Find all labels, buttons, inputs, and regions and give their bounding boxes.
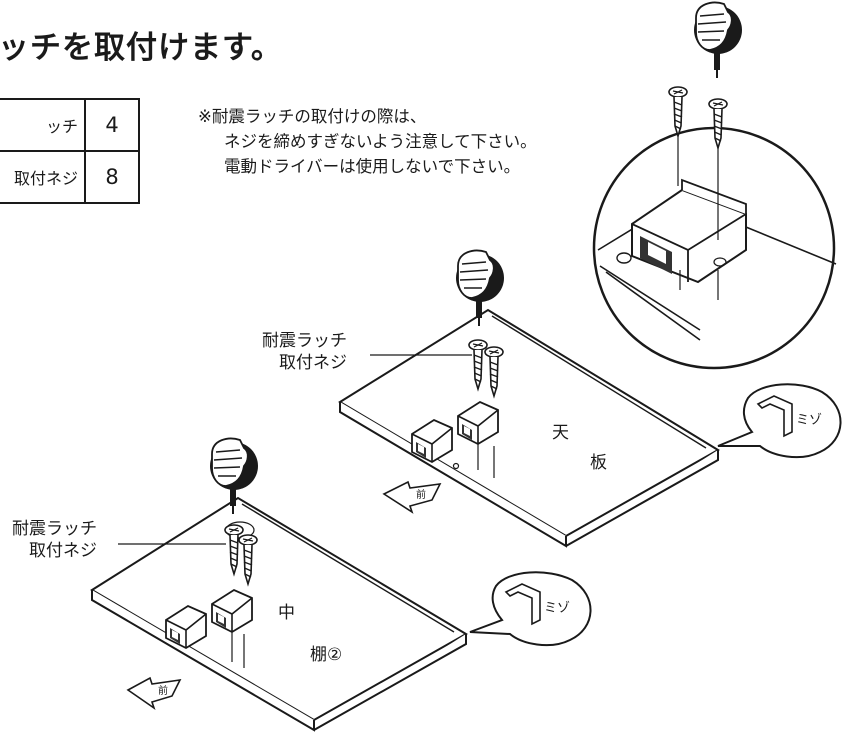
part-qty: 8 xyxy=(84,150,140,204)
board-label: 中 xyxy=(278,603,295,623)
parts-table: ッチ 4 取付ネジ 8 xyxy=(0,98,140,204)
label-line: 耐震ラッチ xyxy=(262,331,347,351)
part-name: 取付ネジ xyxy=(0,150,86,204)
front-label: 前 xyxy=(416,488,426,501)
groove-label: ミゾ xyxy=(796,413,822,428)
table-row: 取付ネジ 8 xyxy=(0,150,140,204)
screw-icon xyxy=(668,86,688,137)
page-title: ッチを取付けます。 xyxy=(0,30,283,66)
top-screw-label: 耐震ラッチ 取付ネジ xyxy=(262,330,347,374)
caution-note: ※耐震ラッチの取付けの際は、 ネジを締めすぎないよう注意して下さい。 電動ドライ… xyxy=(198,104,537,179)
label-line: 取付ネジ xyxy=(279,353,347,373)
board-label: 棚② xyxy=(310,645,342,665)
detail-magnifier xyxy=(592,1,837,370)
front-label: 前 xyxy=(158,684,168,697)
middle-board: 中 棚② 前 ミゾ xyxy=(90,437,592,732)
note-line: 電動ドライバーは使用しないで下さい。 xyxy=(224,157,521,176)
label-line: 耐震ラッチ xyxy=(12,519,97,539)
part-name: ッチ xyxy=(0,98,86,152)
note-line: ※耐震ラッチの取付けの際は、 xyxy=(198,107,427,126)
hand-icon xyxy=(693,1,743,79)
table-row: ッチ 4 xyxy=(0,98,140,152)
label-line: 取付ネジ xyxy=(29,541,97,561)
hand-icon xyxy=(209,437,259,515)
groove-label: ミゾ xyxy=(544,601,570,616)
top-board: 天 板 前 ミゾ xyxy=(338,249,842,548)
board-label: 天 xyxy=(552,423,569,443)
mid-screw-label: 耐震ラッチ 取付ネジ xyxy=(12,518,97,562)
note-line: ネジを締めすぎないよう注意して下さい。 xyxy=(224,132,537,151)
board-label: 板 xyxy=(590,453,607,473)
part-qty: 4 xyxy=(84,98,140,152)
